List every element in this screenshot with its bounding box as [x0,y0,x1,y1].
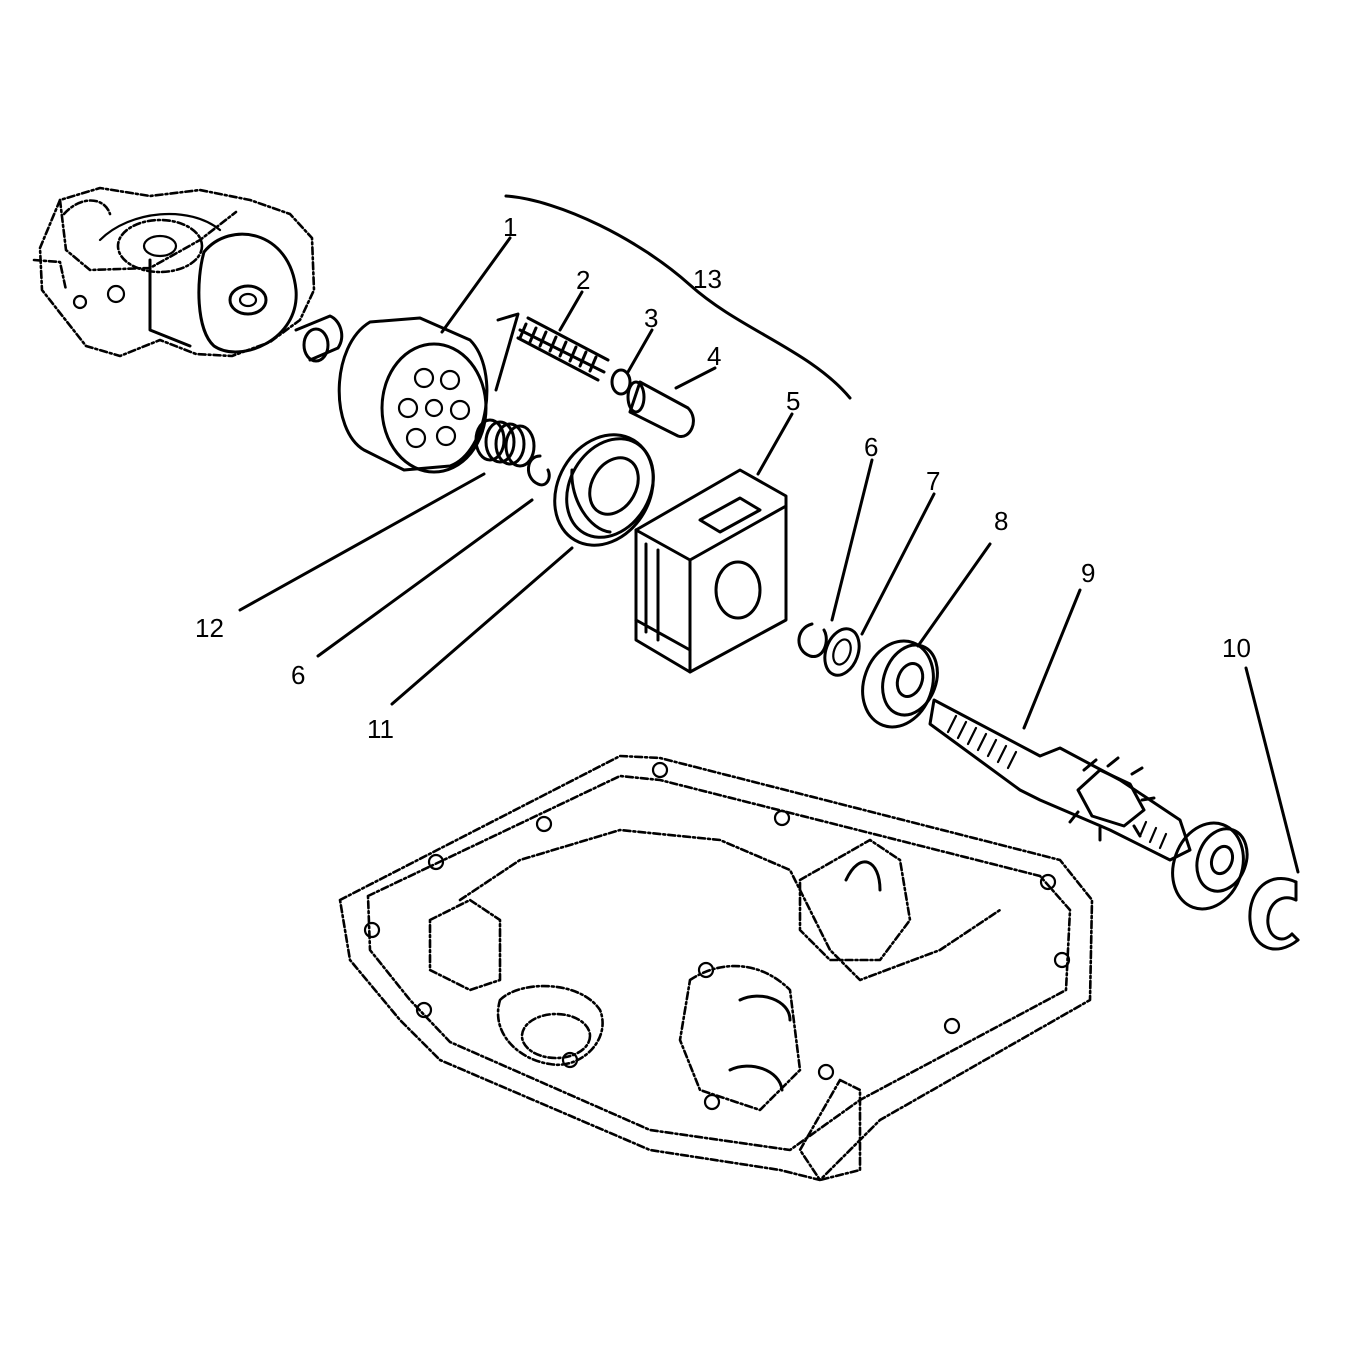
valve-block [634,468,788,674]
callout-10: 10 [1222,633,1251,663]
piston-spring [516,316,610,382]
callout-3: 3 [644,303,658,333]
retaining-clip-left [527,454,551,487]
piston [626,380,695,438]
washer [823,627,861,677]
callout-8: 8 [994,506,1008,536]
callout-1: 1 [503,212,517,242]
callout-labels: 1 2 3 4 5 6 7 8 9 10 11 12 6 13 [195,212,1251,744]
callout-11: 11 [367,714,394,744]
callout-9: 9 [1081,558,1095,588]
callout-5: 5 [786,386,800,416]
callout-6-right: 6 [864,432,878,462]
transaxle-case [338,754,1094,1182]
callout-2: 2 [576,265,590,295]
bearing [861,639,939,729]
small-ring [610,368,632,396]
callout-6-left: 6 [291,660,305,690]
thrust-plate [553,433,655,547]
end-bearing [1171,821,1249,911]
callout-4: 4 [707,341,721,371]
drive-shaft [928,698,1192,862]
callout-13: 13 [693,264,722,294]
pump-housing [32,186,316,358]
callout-12: 12 [195,613,224,643]
coil-spring [474,418,536,468]
group-bracket-13 [504,194,852,400]
circlip [1248,876,1300,951]
leader-lines [238,236,1300,874]
callout-7: 7 [926,466,940,496]
housing-shaft [294,314,344,363]
snap-ring-right [797,622,828,658]
cylinder-block [337,312,520,474]
